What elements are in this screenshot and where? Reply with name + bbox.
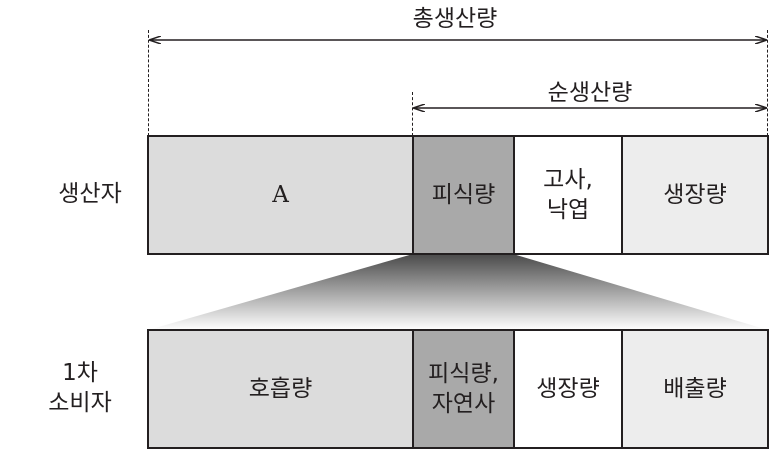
total-production-label: 총생산량 [412, 6, 498, 32]
producer-box-growth: 생장량 [621, 135, 769, 255]
dashed-line-right [767, 30, 768, 136]
energy-transfer-funnel [148, 254, 768, 330]
consumer-box-growth: 생장량 [513, 329, 623, 449]
consumer-box-grazing-death: 피식량, 자연사 [412, 329, 515, 449]
net-production-label: 순생산량 [547, 80, 633, 106]
producer-box-grazing: 피식량 [412, 135, 515, 255]
consumer-label: 1차 소비자 [48, 360, 112, 416]
producer-box-litter: 고사, 낙엽 [513, 135, 623, 255]
consumer-box-excretion: 배출량 [621, 329, 769, 449]
producer-box-a: A [147, 135, 414, 255]
consumer-box-respiration: 호흡량 [147, 329, 414, 449]
producer-label: 생산자 [58, 181, 122, 207]
dashed-line-mid [412, 92, 413, 136]
dashed-line-left [148, 30, 149, 136]
